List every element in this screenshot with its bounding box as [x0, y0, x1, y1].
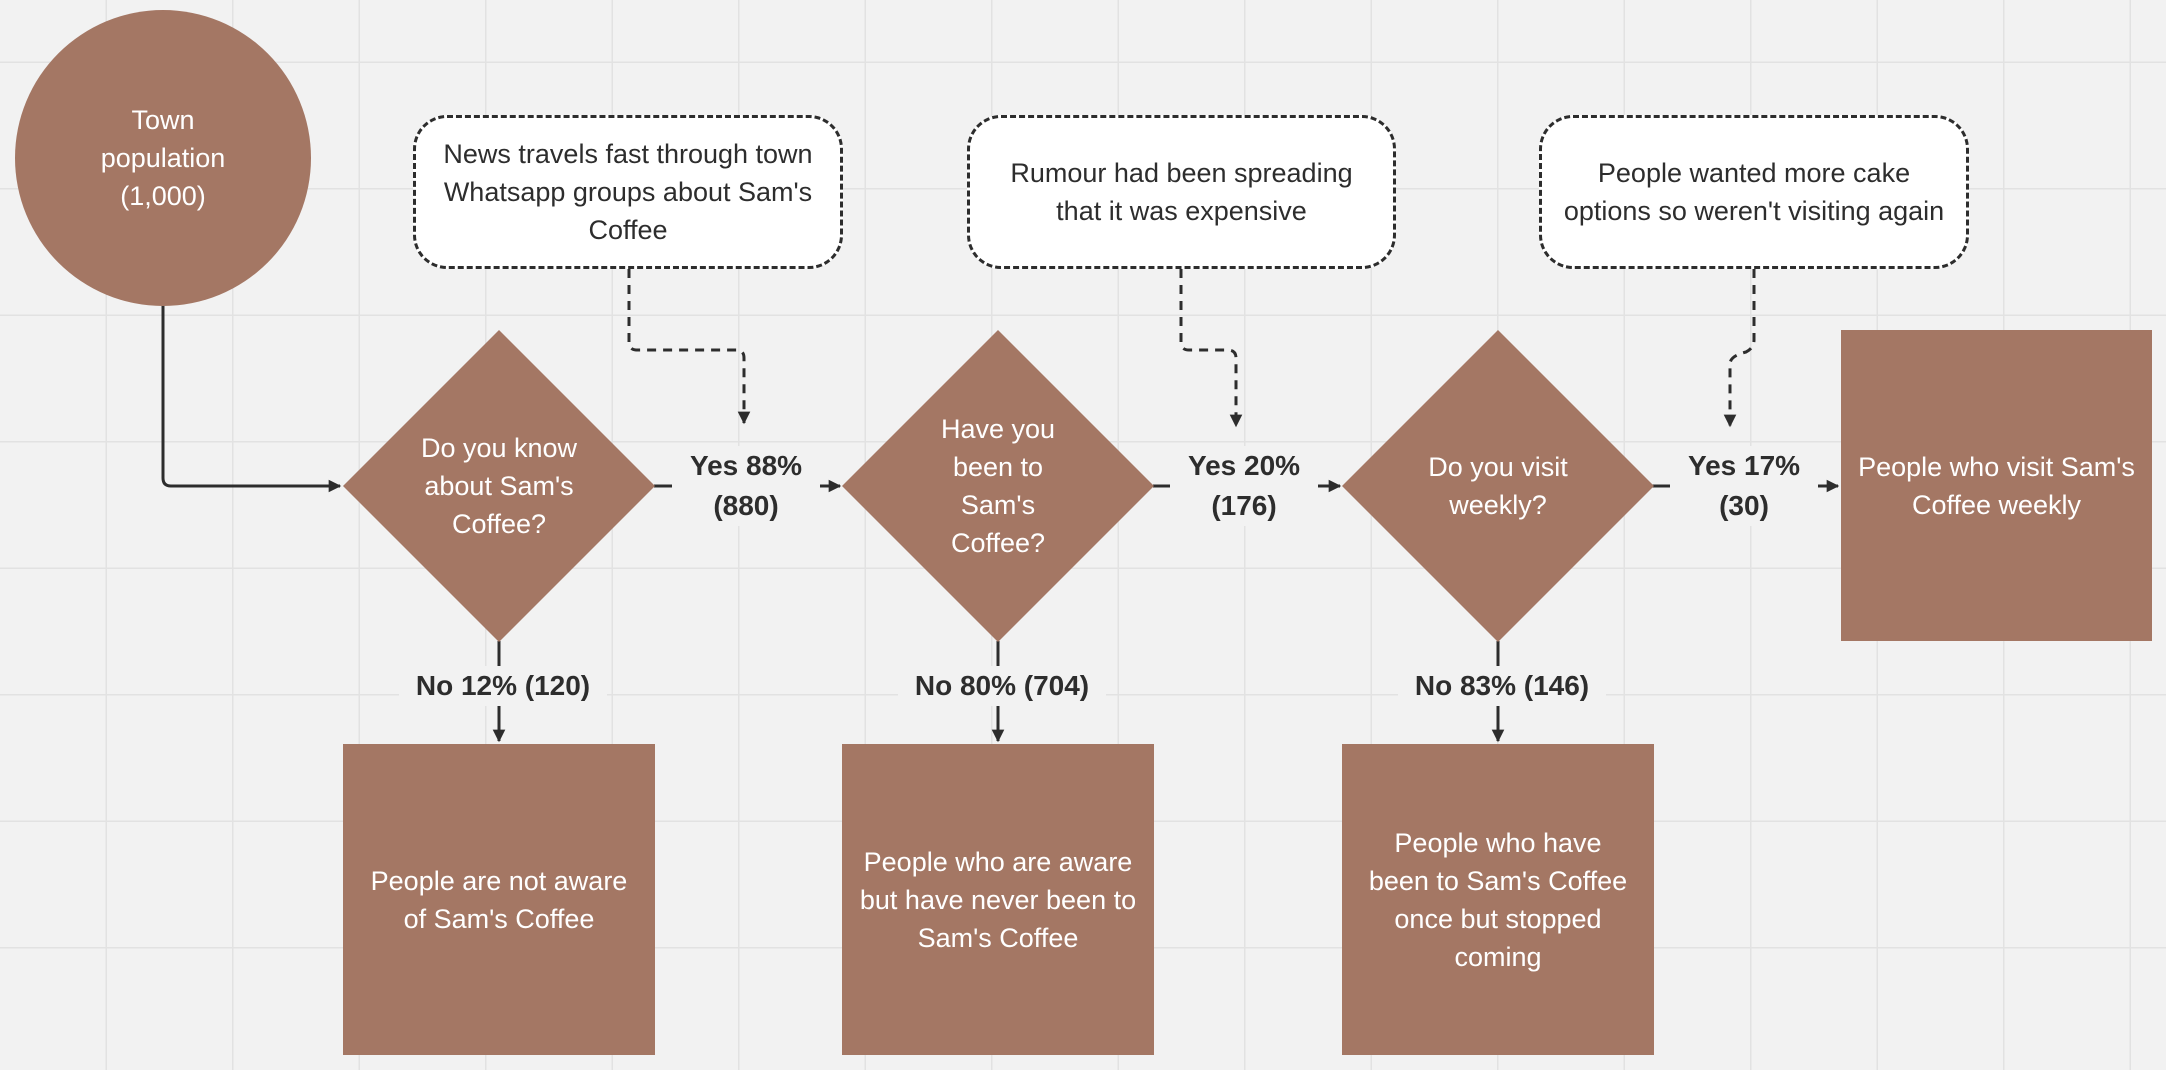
yes-label-count: (880): [713, 490, 779, 521]
diamond-shape: [842, 330, 1154, 642]
decision-visit-weekly-label: Do you visit weekly?: [1428, 452, 1568, 520]
diamond-shape: [343, 330, 655, 642]
outcome-aware-never-been: People who are aware but have never been…: [842, 744, 1154, 1055]
note-rumour-expensive: Rumour had been spreading that it was ex…: [967, 115, 1396, 269]
yes-label-percent: Yes 17%: [1687, 450, 1801, 481]
yes-label-count: (30): [1719, 490, 1769, 521]
diamond-shape: [1342, 330, 1654, 642]
decision-been-to: Have you been to Sam's Coffee?: [842, 330, 1154, 642]
outcome-not-aware: People are not aware of Sam's Coffee: [343, 744, 655, 1055]
decision-visit-weekly: Do you visit weekly?: [1342, 330, 1654, 642]
start-node-town-population: Town population (1,000): [15, 10, 311, 306]
yes-label-know-about: Yes 88% (880): [672, 446, 820, 526]
outcome-visit-weekly: People who visit Sam's Coffee weekly: [1841, 330, 2152, 641]
note-rumour-expensive-text: Rumour had been spreading that it was ex…: [1010, 158, 1353, 226]
yes-label-been-to: Yes 20% (176): [1170, 446, 1318, 526]
note-more-cake-options-text: People wanted more cake options so weren…: [1563, 158, 1945, 226]
outcome-stopped-coming-label: People who have been to Sam's Coffee onc…: [1368, 827, 1628, 972]
decision-been-to-label: Have you been to Sam's Coffee?: [940, 414, 1056, 558]
note-news-travels: News travels fast through town Whatsapp …: [413, 115, 843, 269]
dashed-connector-note-1: [627, 269, 751, 425]
yes-label-count: (176): [1211, 490, 1277, 521]
dashed-connector-note-3: [1723, 269, 1756, 428]
no-label-visit-weekly: No 83% (146): [1398, 666, 1606, 706]
start-node-label: Town population (1,000): [100, 105, 226, 211]
note-news-travels-text: News travels fast through town Whatsapp …: [443, 139, 813, 245]
outcome-not-aware-label: People are not aware of Sam's Coffee: [370, 865, 628, 934]
decision-know-about: Do you know about Sam's Coffee?: [343, 330, 655, 642]
note-more-cake-options: People wanted more cake options so weren…: [1539, 115, 1969, 269]
no-label-been-to: No 80% (704): [898, 666, 1106, 706]
yes-label-percent: Yes 20%: [1187, 450, 1301, 481]
no-label-know-about: No 12% (120): [399, 666, 607, 706]
connector-start-to-question-1: [161, 305, 342, 493]
decision-know-about-label: Do you know about Sam's Coffee?: [420, 433, 578, 539]
outcome-stopped-coming: People who have been to Sam's Coffee onc…: [1342, 744, 1654, 1055]
outcome-aware-never-been-label: People who are aware but have never been…: [859, 846, 1137, 953]
outcome-visit-weekly-label: People who visit Sam's Coffee weekly: [1858, 451, 2135, 520]
dashed-connector-note-2: [1179, 269, 1243, 428]
yes-label-visit-weekly: Yes 17% (30): [1670, 446, 1818, 526]
yes-label-percent: Yes 88%: [689, 450, 803, 481]
